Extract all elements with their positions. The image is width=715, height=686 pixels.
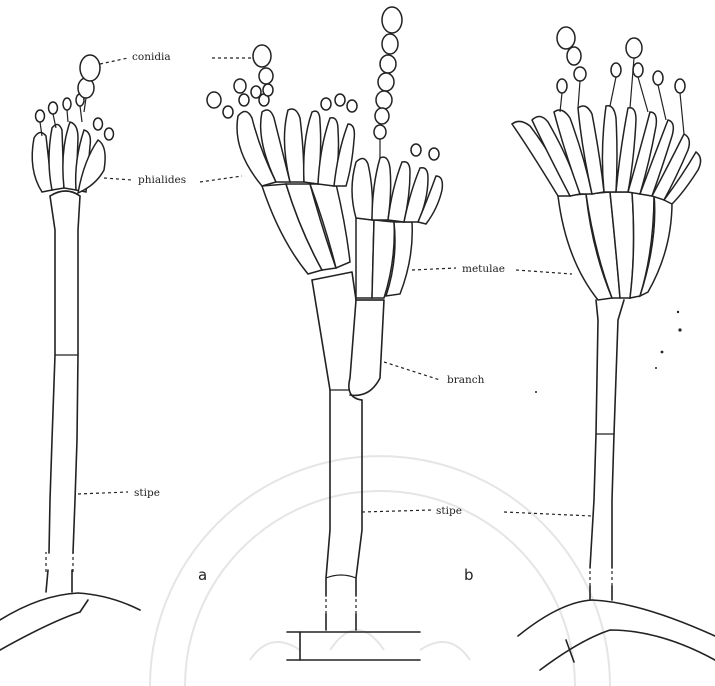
label-phialides: phialides	[138, 174, 186, 186]
stipe-b-leader	[362, 510, 432, 512]
university-seal-watermark	[150, 456, 610, 686]
conidiophore-c	[512, 27, 715, 670]
label-metulae-group: metulae	[412, 263, 572, 275]
panel-label-b: b	[464, 566, 474, 584]
label-conidia-group: conidia	[100, 51, 252, 64]
metulae-leader	[412, 268, 456, 270]
label-branch-group: branch	[384, 362, 485, 386]
label-branch: branch	[447, 374, 485, 386]
stipe-b-leader-right	[504, 512, 592, 516]
stipe-a-leader	[78, 492, 128, 494]
metulae-leader-right	[516, 270, 572, 274]
phialides-leader	[104, 178, 132, 180]
panel-label-a: a	[198, 566, 207, 584]
branch-leader	[384, 362, 440, 380]
label-stipe-b: stipe	[436, 505, 462, 517]
label-stipe-a-group: stipe	[78, 487, 160, 499]
conidia-leader	[100, 58, 128, 64]
label-phialides-group: phialides	[104, 174, 242, 186]
conidiophore-a	[0, 55, 140, 650]
label-conidia: conidia	[132, 51, 171, 63]
label-metulae: metulae	[462, 263, 505, 275]
conidiophore-b	[207, 7, 442, 660]
phialides-leader-right	[200, 176, 242, 182]
label-stipe-a: stipe	[134, 487, 160, 499]
label-stipe-b-group: stipe	[362, 505, 592, 517]
